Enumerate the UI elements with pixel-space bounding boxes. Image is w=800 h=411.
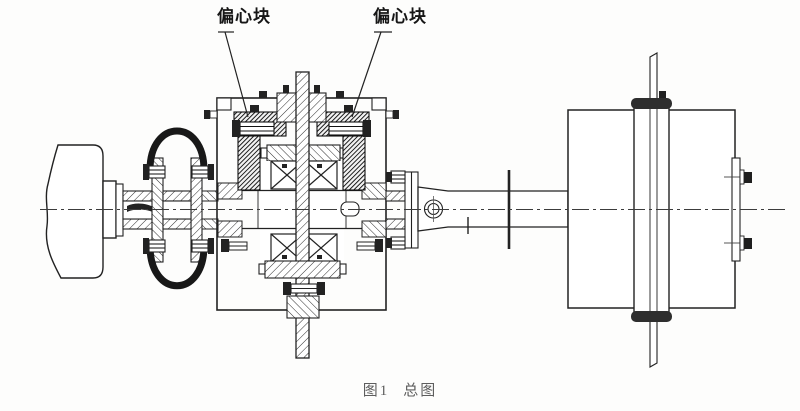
figure-title: 总图 — [403, 383, 438, 399]
shaft-glands — [217, 182, 387, 252]
figure-caption: 图1 总图 — [0, 379, 800, 400]
motor-body — [45, 144, 117, 279]
end-plate-bolt-upper — [724, 169, 752, 185]
figure-number: 图1 — [362, 383, 390, 399]
coupling-bolt-bottom-right — [191, 238, 214, 254]
output-flange — [385, 170, 419, 250]
end-plate-bolt-lower — [724, 235, 752, 251]
coupling-bolt-top-left — [143, 164, 166, 180]
coupling-bolt-bottom-left — [143, 238, 166, 254]
label-eccentric-block-right: 偏心块 — [373, 7, 427, 26]
tire-coupling — [143, 127, 214, 290]
leader-lines — [218, 31, 392, 118]
bottom-assembly — [258, 260, 347, 319]
tire-element-top — [146, 127, 208, 174]
label-eccentric-block-left: 偏心块 — [217, 7, 271, 26]
pipe-clamp-bottom — [631, 311, 672, 322]
pipe-clamp-top — [631, 98, 672, 109]
coupling-bolt-top-right — [191, 164, 214, 180]
tire-element-bottom — [146, 242, 208, 290]
